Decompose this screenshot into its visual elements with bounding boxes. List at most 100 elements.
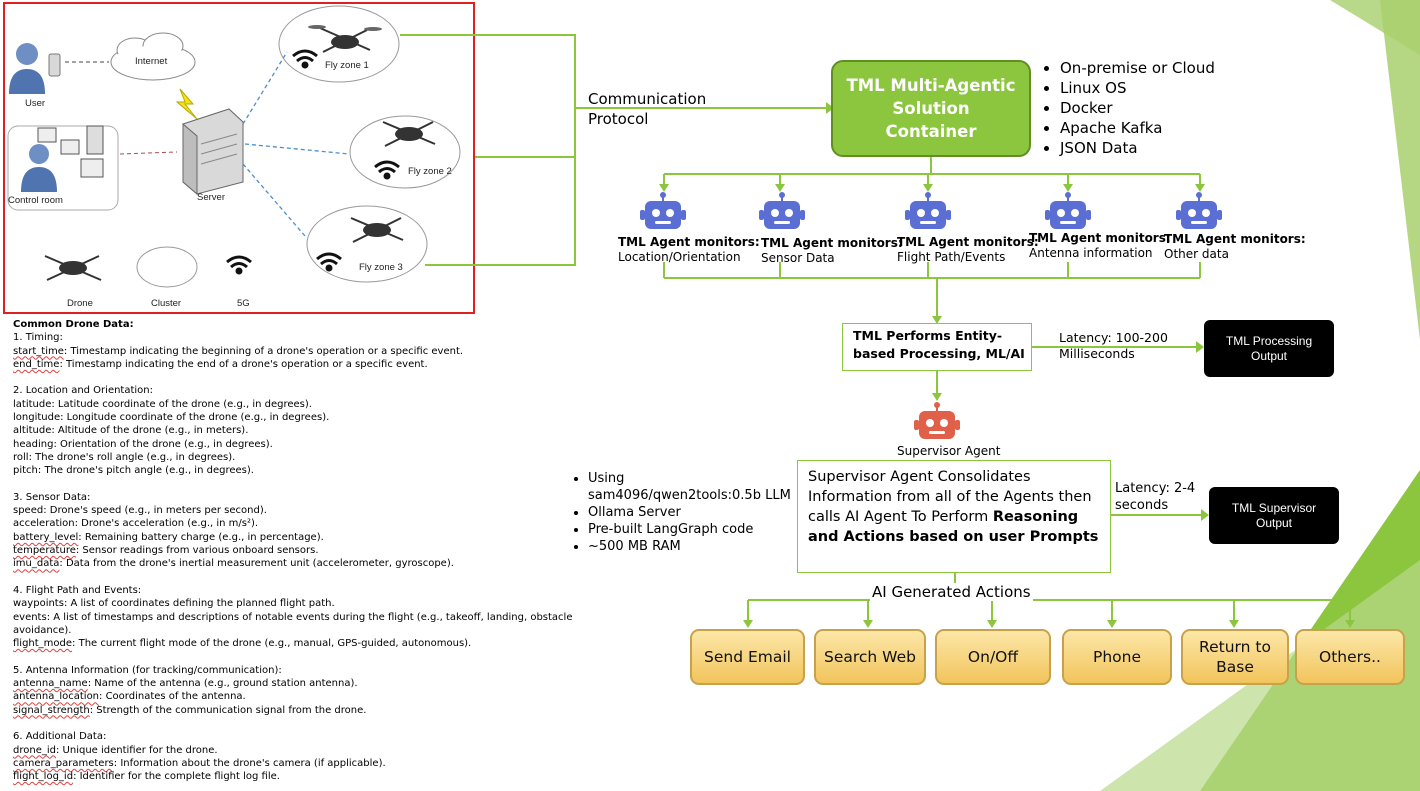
server-icon [182,108,244,196]
field-key: antenna_location [13,691,100,703]
supervisor-output-label: TML Supervisor Output [1231,500,1317,530]
field-key: temperature [13,545,76,557]
field-key: heading [13,438,54,450]
drone-data-section-heading: 4. Flight Path and Events: [13,584,142,596]
five-g-label: 5G [237,298,250,309]
field-description: : Remaining battery charge (e.g., in per… [78,531,324,543]
agent-subject: Flight Path/Events [897,250,1006,264]
field-key: imu_data [13,558,60,570]
wifi-icon-3 [316,252,342,272]
drone-data-field: pitch: The drone's pitch angle (e.g., in… [13,464,573,477]
on-off-button[interactable]: On/Off [935,629,1051,685]
action-label: On/Off [967,648,1019,666]
drone-data-field: events: A list of timestamps and descrip… [13,611,573,638]
fly-zone-2-label: Fly zone 2 [408,166,452,177]
drone-data-field: camera_parameters: Information about the… [13,757,573,770]
supervisor-output-box: TML Supervisor Output [1209,487,1339,544]
fly-zone-1-label: Fly zone 1 [325,60,369,71]
drone-data-section-heading: 6. Additional Data: [13,731,107,743]
agent-title: TML Agent monitors: [1164,232,1306,246]
processing-text: TML Performs Entity-based Processing, ML… [853,328,1025,361]
drone-data-field: longitude: Longitude coordinate of the d… [13,411,573,424]
field-description: : A list of timestamps and descriptions … [13,611,573,636]
agent-subject: Sensor Data [761,251,835,265]
field-key: flight_log_id [13,771,74,783]
drone-icon-2 [382,121,436,147]
processing-output-box: TML Processing Output [1204,320,1334,377]
supervisor-box: Supervisor Agent Consolidates Informatio… [797,460,1111,573]
cluster-label: Cluster [151,298,182,309]
ai-actions-label: AI Generated Actions [870,583,1033,601]
field-description: : Timestamp indicating the beginning of … [63,345,464,357]
drone-data-field: acceleration: Drone's acceleration (e.g.… [13,517,573,530]
field-key: battery_level [13,531,79,543]
agent-robot-icon [1176,192,1222,229]
drone-data-field: speed: Drone's speed (e.g., in meters pe… [13,504,573,517]
field-key: longitude [13,412,61,424]
action-label: Others.. [1319,648,1381,666]
agent-label: TML Agent monitors:Flight Path/Events [897,235,1039,265]
container-feature-item: Docker [1060,98,1215,118]
zone-link-bracket [400,34,576,266]
agent-title: TML Agent monitors: [761,236,903,250]
field-key: pitch [13,465,38,477]
field-key: latitude [13,398,52,410]
phone-button[interactable]: Phone [1062,629,1172,685]
field-key: events [13,611,47,623]
field-description: : Strength of the communication signal f… [89,704,367,716]
field-description: : Longitude coordinate of the drone (e.g… [60,412,330,424]
agent-robot-icon [1045,192,1091,229]
action-label: Return to Base [1199,638,1271,676]
agent-robot-icon [640,192,686,229]
field-key: signal_strength [13,704,90,716]
agent-subject: Other data [1164,247,1229,261]
container-title: TML Multi-Agentic Solution Container [846,76,1016,141]
control-server-link [119,151,178,155]
action-label: Phone [1092,648,1141,666]
field-key: antenna_name [13,678,88,690]
fly-zone-2-circle [349,115,461,189]
wifi-icon-1 [292,49,318,69]
cloud-icon [110,32,196,81]
field-description: : A list of coordinates defining the pla… [63,598,335,610]
drone-data-field: start_time: Timestamp indicating the beg… [13,345,573,358]
drone-data-field: antenna_location: Coordinates of the ant… [13,690,573,703]
server-zone-links [242,51,350,237]
drone-data-field: heading: Orientation of the drone (e.g.,… [13,438,573,451]
user-label: User [25,98,46,109]
field-key: camera_parameters [13,757,114,769]
field-key: start_time [13,345,64,357]
field-description: : Unique identifier for the drone. [55,744,218,756]
return-to-base-button[interactable]: Return to Base [1181,629,1289,685]
control-room-label: Control room [8,195,63,206]
agent-label: TML Agent monitors:Location/Orientation [618,235,760,265]
drone-data-title: Common Drone Data: [13,319,134,330]
field-key: flight_mode [13,638,73,650]
search-web-button[interactable]: Search Web [814,629,926,685]
agent-title: TML Agent monitors: [897,235,1039,249]
field-description: : Name of the antenna (e.g., ground stat… [87,678,358,690]
drone-data-field: waypoints: A list of coordinates definin… [13,597,573,610]
drone-data-field: temperature: Sensor readings from variou… [13,544,573,557]
llm-note-item: Ollama Server [588,504,798,521]
processing-latency: Latency: 100-200 Milliseconds [1059,330,1168,361]
send-email-button[interactable]: Send Email [690,629,805,685]
llm-note-item: Using sam4096/qwen2tools:0.5b LLM [588,470,798,504]
drone-data-field: altitude: Altitude of the drone (e.g., i… [13,424,573,437]
drone-data-field: roll: The drone's roll angle (e.g., in d… [13,451,573,464]
processing-output-label: TML Processing Output [1225,333,1313,363]
llm-notes: Using sam4096/qwen2tools:0.5b LLMOllama … [568,470,798,555]
internet-label: Internet [135,56,168,67]
drone-data-list: Common Drone Data:1. Timing:start_time: … [13,318,573,783]
field-description: : Coordinates of the antenna. [99,691,246,703]
drone-icon-legend [44,255,102,281]
llm-note-item: Pre-built LangGraph code [588,521,798,538]
field-description: : Information about the drone's camera (… [113,757,386,769]
llm-note-item: ~500 MB RAM [588,538,798,555]
action-label: Search Web [824,648,916,666]
container-feature-item: Linux OS [1060,78,1215,98]
field-description: : Latitude coordinate of the drone (e.g.… [51,398,312,410]
others-button[interactable]: Others.. [1295,629,1405,685]
supervisor-robot-icon [914,402,960,439]
container-feature-item: JSON Data [1060,138,1215,158]
